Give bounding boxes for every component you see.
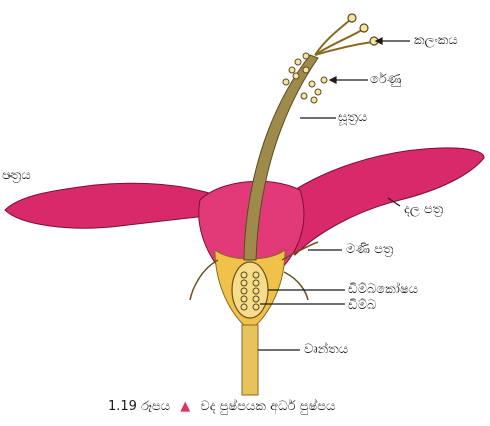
label-ovary: ඩිම්බකෝෂය [348,282,418,298]
caption-figure-number: 1.19 රූපය [108,399,170,414]
label-sepal: මණි පත්‍ර [346,242,393,258]
label-stigma: කලංකය [414,33,458,49]
caption-text: වද පුෂ්පයක අර්ධ පුෂ්පය [200,399,335,414]
label-receptacle: වෘන්තය [304,342,348,358]
ovary-shape [232,262,268,318]
figure-caption: 1.19 රූපය ▲ වද පුෂ්පයක අර්ධ පුෂ්පය [108,398,488,416]
stalk [242,325,258,395]
sepal-left [190,260,218,300]
label-filament: සූත්‍රය [338,110,367,126]
label-petal-right: දල පත්‍ර [404,202,443,218]
stigma-heads [348,14,378,45]
sepal-right-2 [284,272,308,300]
right-petal [280,148,484,255]
label-petal-left: පත්‍රය [2,168,31,184]
label-ovule: ඩිම්බ [348,298,376,314]
label-anther: රේණු [370,72,401,88]
triangle-icon: ▲ [180,399,190,414]
